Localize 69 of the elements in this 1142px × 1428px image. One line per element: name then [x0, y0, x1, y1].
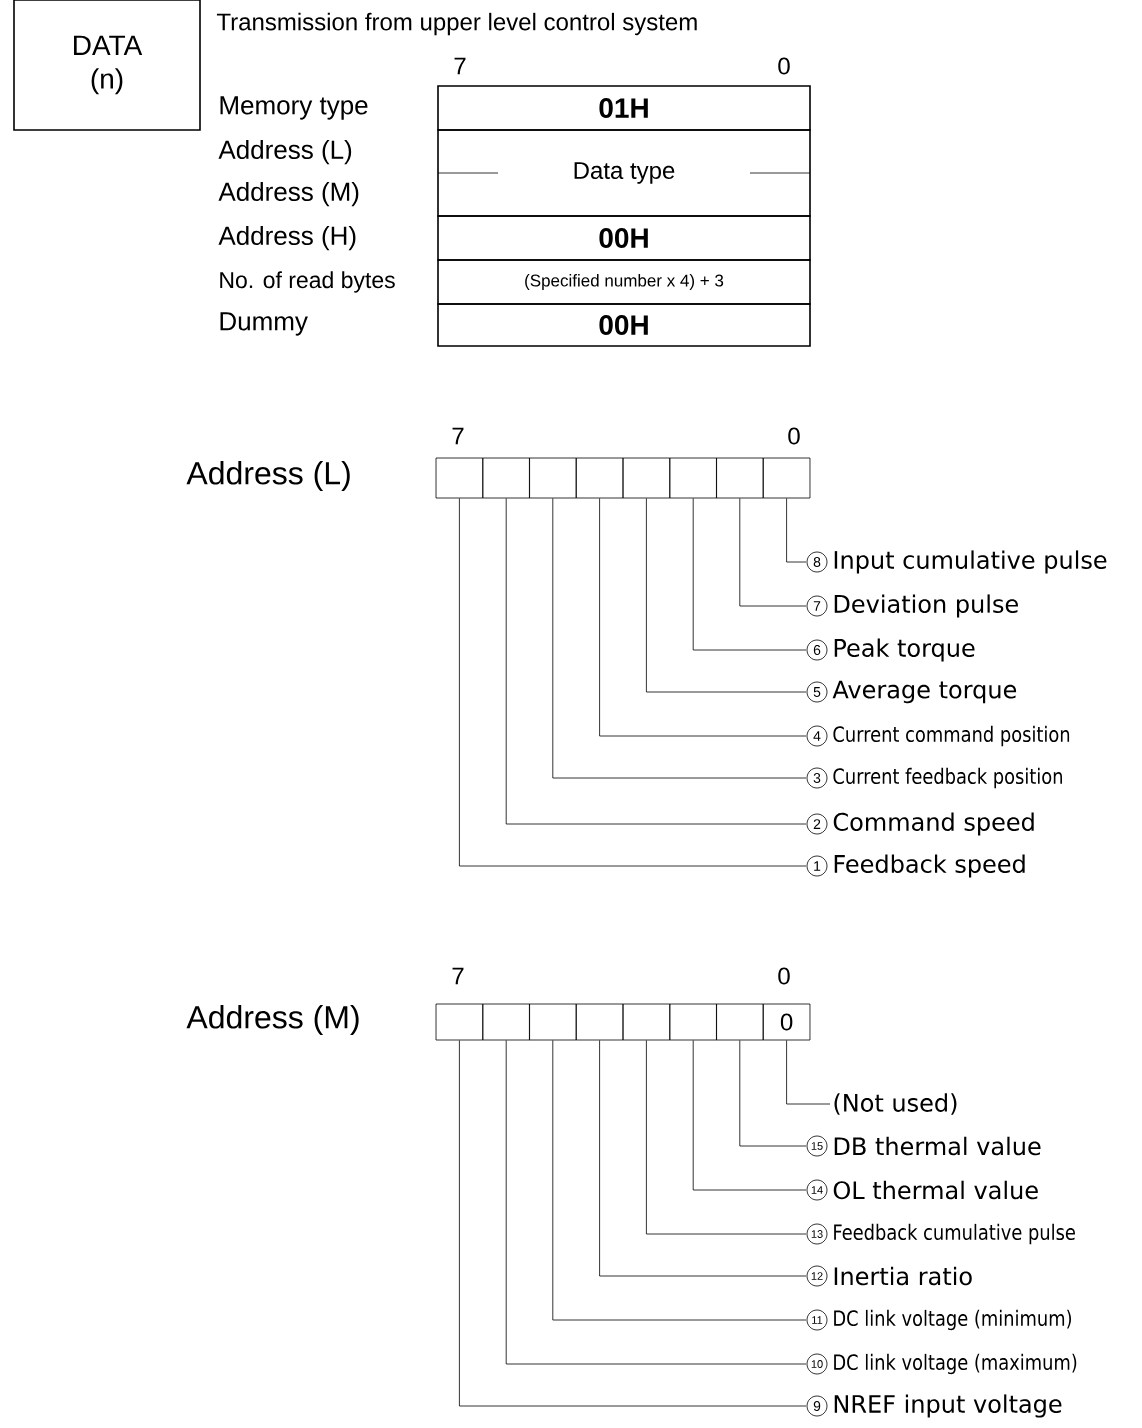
bit-cell: [575, 1003, 624, 1041]
bit-description: NREF input voltage: [834, 1394, 1062, 1418]
bit-description: OL thermal value: [833, 1180, 1038, 1200]
bit-number: 0: [778, 967, 790, 985]
leader-line: [786, 498, 807, 563]
leader-line: [459, 498, 807, 867]
bit-cell: [529, 1003, 577, 1041]
bit-number: 0: [788, 427, 800, 445]
register-label: Address (M): [186, 1005, 359, 1035]
bit-cell: 0: [762, 1003, 811, 1041]
bit-cell: [435, 1003, 484, 1041]
bit-description: Feedback cumulative pulse: [834, 1223, 1075, 1245]
leader-line: [505, 498, 807, 825]
row-label: Dummy: [220, 312, 308, 336]
row-label: No. of read bytes: [220, 271, 395, 293]
leader-line: [552, 1040, 807, 1321]
bit-description: Peak torque: [834, 638, 975, 662]
table-field: 01H: [437, 85, 811, 131]
row-label: Memory type: [220, 96, 368, 120]
data-box: DATA (n): [13, 0, 201, 131]
table-field: (Specified number x 4) + 3: [437, 259, 811, 305]
leader-line: [459, 1040, 807, 1407]
bit-cell: [622, 457, 671, 499]
bit-cell: [622, 1003, 671, 1041]
bit-description: DB thermal value: [834, 1136, 1041, 1156]
bit-cell: [716, 1003, 764, 1041]
bit-cell: [669, 457, 717, 499]
bit-description: Current command position: [833, 725, 1070, 747]
leader-line: [599, 498, 807, 737]
leader-line: [646, 1040, 807, 1235]
bit-number: 7: [452, 427, 464, 445]
register-label: Address (L): [186, 461, 350, 491]
bit-number: 0: [778, 57, 790, 75]
leader-line: [692, 498, 807, 651]
bit-number: 7: [454, 57, 466, 75]
leader-line: [505, 1040, 807, 1365]
bit-description: Command speed: [833, 812, 1034, 836]
bit-description: Current feedback position: [833, 767, 1062, 789]
heading: Transmission from upper level control system: [216, 12, 697, 36]
leader-line: [739, 1040, 807, 1147]
bit-description: (Not used): [834, 1093, 957, 1115]
bit-description: Average torque: [832, 680, 1017, 704]
bit-cell: [762, 457, 811, 499]
bit-description: DC link voltage (maximum): [834, 1353, 1077, 1375]
bit-description: Inertia ratio: [834, 1266, 972, 1286]
bit-description: DC link voltage (minimum): [834, 1309, 1071, 1331]
row-label: Address (M): [218, 181, 359, 207]
bit-description: Feedback speed: [834, 854, 1025, 878]
leader-line: [739, 498, 807, 607]
row-label: Address (L): [218, 139, 352, 165]
leader-line: [552, 498, 807, 779]
leader-line: [786, 1040, 831, 1105]
bit-description: Deviation pulse: [834, 594, 1018, 618]
bit-cell: [716, 457, 764, 499]
bit-cell: [435, 457, 484, 499]
table-field: 00H: [437, 215, 811, 261]
table-field: Data type: [437, 129, 811, 217]
bit-cell: [529, 457, 577, 499]
bit-description: Input cumulative pulse: [834, 550, 1107, 574]
leader-line: [692, 1040, 807, 1191]
leader-line: [599, 1040, 807, 1277]
table-field: 00H: [437, 303, 811, 347]
bit-cell: [482, 457, 530, 499]
row-label: Address (H): [218, 225, 356, 251]
leader-line: [646, 498, 807, 693]
bit-cell: [482, 1003, 530, 1041]
bit-cell: [575, 457, 624, 499]
bit-number: 7: [452, 967, 464, 985]
bit-cell: [669, 1003, 717, 1041]
